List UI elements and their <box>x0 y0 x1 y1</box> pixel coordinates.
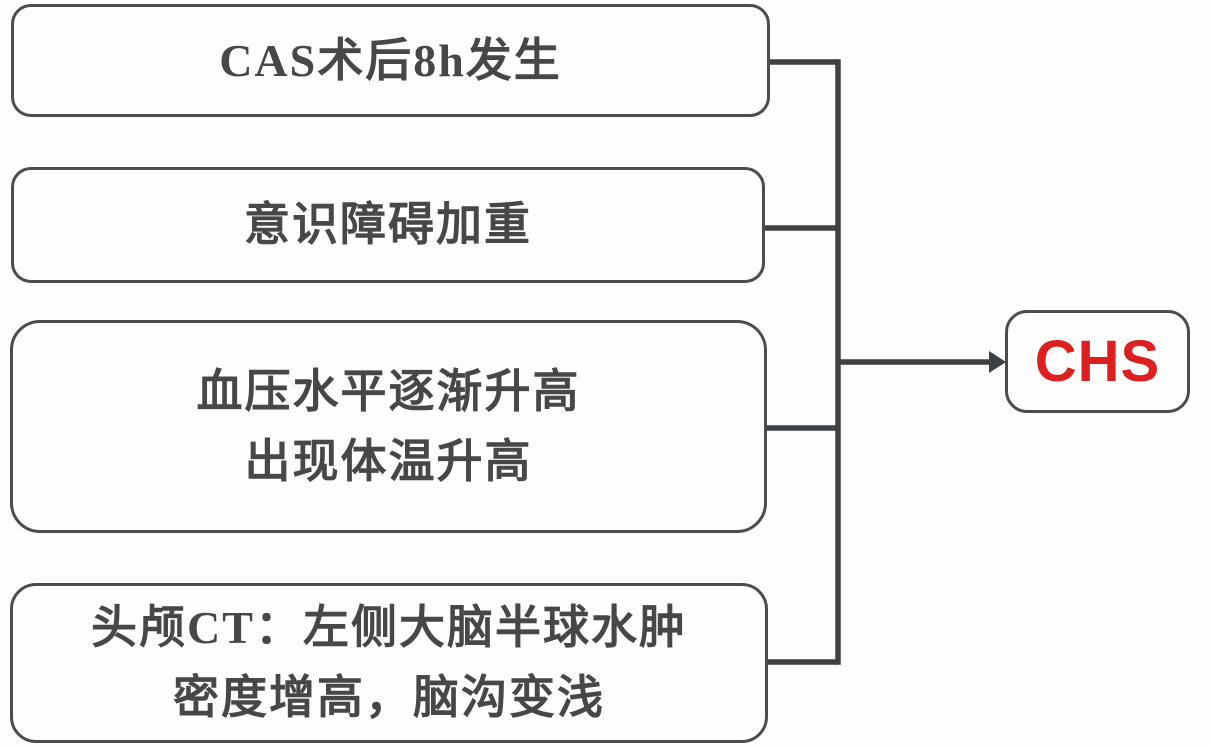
node-bp-temp: 血压水平逐渐升高 出现体温升高 <box>10 320 767 533</box>
result-label: CHS <box>1034 328 1161 394</box>
node-text: CAS术后8h发生 <box>219 34 562 86</box>
node-postop-onset: CAS术后8h发生 <box>11 4 770 117</box>
node-text: 出现体温升高 <box>244 435 533 487</box>
node-text: 头颅CT：左侧大脑半球水肿 <box>91 602 687 654</box>
arrowhead-icon <box>989 351 1006 373</box>
node-text: 密度增高，脑沟变浅 <box>173 672 605 723</box>
node-text: 血压水平逐渐升高 <box>196 365 581 417</box>
node-chs-result: CHS <box>1005 310 1190 413</box>
node-ct-findings: 头颅CT：左侧大脑半球水肿 密度增高，脑沟变浅 <box>10 583 768 743</box>
node-consciousness: 意识障碍加重 <box>11 167 765 283</box>
node-text: 意识障碍加重 <box>244 199 532 251</box>
